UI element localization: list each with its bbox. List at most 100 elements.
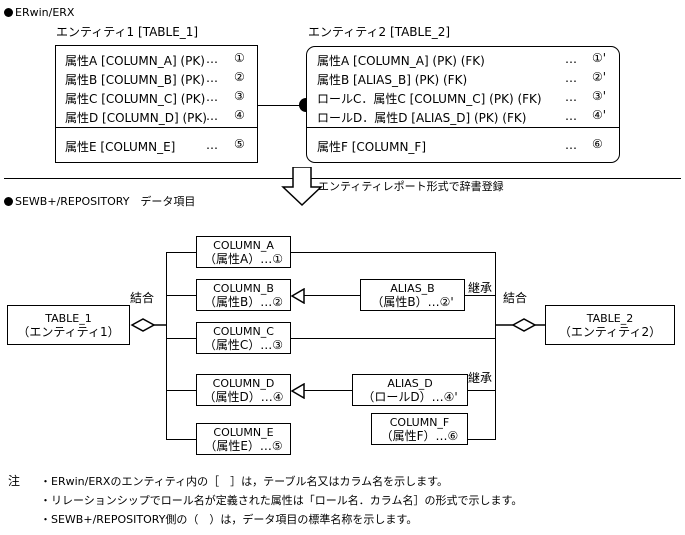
- repo-box-column-d: COLUMN_D （属性D）…④: [196, 374, 291, 406]
- section-heading-semb: SEWB+/REPOSITORY データ項目: [4, 193, 195, 209]
- attr-number: ③': [592, 89, 607, 103]
- left-bus-trunk: [166, 252, 167, 439]
- attr-dots: …: [565, 109, 577, 123]
- left-branch-c: [166, 338, 197, 339]
- entity2-divider: [307, 127, 619, 128]
- box-line2: （属性E）…⑤: [204, 438, 283, 453]
- attr-dots: …: [565, 138, 577, 152]
- inherit-line-d: [303, 390, 352, 391]
- repo-box-column-f: COLUMN_F （属性F）…⑥: [371, 413, 468, 445]
- attr-dots: …: [206, 71, 218, 85]
- join-diamond-left-icon: [130, 317, 166, 337]
- left-branch-b: [166, 295, 197, 296]
- attr-label: 属性B [ALIAS_B] (PK) (FK): [317, 73, 468, 87]
- attr-dots: …: [206, 52, 218, 66]
- join-label-right: 結合: [503, 291, 528, 305]
- attr-number: ①: [234, 51, 245, 65]
- box-line1: COLUMN_E: [213, 425, 274, 439]
- section-label-semb: SEWB+/REPOSITORY データ項目: [15, 195, 196, 208]
- entity1-attr-row: 属性B [COLUMN_B] (PK): [65, 71, 205, 88]
- attr-label: 属性F [COLUMN_F]: [317, 140, 427, 154]
- left-branch-e: [166, 439, 197, 440]
- entity2-attr-row: 属性B [ALIAS_B] (PK) (FK): [317, 71, 467, 88]
- section-divider: [4, 178, 681, 179]
- inherit-label-b: 継承: [468, 281, 493, 295]
- attr-label: 属性A [COLUMN_A] (PK): [65, 54, 205, 68]
- note-line: ・ERwin/ERXのエンティティ内の［ ］は，テーブル名又はカラム名を示します…: [40, 475, 449, 488]
- box-line2: （属性C）…③: [203, 337, 284, 352]
- notes-heading: 注: [8, 474, 21, 488]
- attr-number: ④': [592, 108, 607, 122]
- relationship-line: [258, 105, 306, 106]
- inherit-label-d: 継承: [468, 371, 493, 385]
- repo-box-table1: TABLE_1 （エンティティ1）: [7, 305, 130, 345]
- box-line2: （属性A）…①: [204, 251, 283, 266]
- attr-number: ①': [592, 51, 607, 65]
- right-branch-d: [468, 390, 496, 391]
- attr-dots: …: [206, 109, 218, 123]
- box-line2: （属性B）…②': [371, 294, 454, 309]
- attr-dots: …: [206, 90, 218, 104]
- box-line1: TABLE_2: [586, 311, 634, 325]
- box-line1: COLUMN_A: [213, 238, 274, 252]
- repo-box-column-b: COLUMN_B （属性B）…②: [196, 279, 291, 311]
- right-branch-a: [291, 252, 496, 253]
- entity1-box: 属性A [COLUMN_A] (PK) … ① 属性B [COLUMN_B] (…: [55, 45, 258, 163]
- notes-block: ・ERwin/ERXのエンティティ内の［ ］は，テーブル名又はカラム名を示します…: [40, 472, 522, 529]
- entity2-attr-row: 属性F [COLUMN_F]: [317, 138, 426, 155]
- repo-box-column-a: COLUMN_A （属性A）…①: [196, 236, 291, 268]
- box-line1: COLUMN_D: [212, 376, 275, 390]
- attr-dots: …: [565, 90, 577, 104]
- box-line1: TABLE_1: [45, 311, 92, 325]
- attr-number: ②': [592, 70, 607, 84]
- box-line2: （属性D）…④: [203, 389, 284, 404]
- right-bus-trunk: [495, 252, 496, 439]
- entity1-attr-row: 属性E [COLUMN_E]: [65, 138, 175, 155]
- entity1-attr-row: 属性D [COLUMN_D] (PK): [65, 109, 207, 126]
- right-branch-c: [291, 338, 496, 339]
- note-line: ・リレーションシップでロール名が定義された属性は「ロール名．カラム名］の形式で示…: [40, 494, 523, 507]
- entity2-title: エンティティ2 [TABLE_2]: [308, 25, 451, 39]
- attr-label: 属性E [COLUMN_E]: [65, 140, 176, 154]
- attr-label: 属性D [COLUMN_D] (PK): [65, 111, 207, 125]
- repo-box-alias-b: ALIAS_B （属性B）…②': [360, 279, 465, 311]
- repo-box-column-c: COLUMN_C （属性C）…③: [196, 322, 291, 354]
- entity1-title: エンティティ1 [TABLE_1]: [56, 25, 199, 39]
- bullet-icon: [4, 196, 13, 206]
- attr-label: 属性B [COLUMN_B] (PK): [65, 73, 205, 87]
- box-line1: COLUMN_C: [213, 324, 274, 338]
- attr-dots: …: [206, 138, 218, 152]
- inherit-line-b: [303, 295, 360, 296]
- join-label-left: 結合: [130, 291, 155, 305]
- box-line2: （属性F）…⑥: [380, 428, 459, 443]
- attr-number: ④: [234, 108, 245, 122]
- entity2-box: 属性A [COLUMN_A] (PK) (FK) … ①' 属性B [ALIAS…: [306, 46, 620, 163]
- repo-box-table2: TABLE_2 （エンティティ2）: [545, 305, 675, 345]
- box-line1: ALIAS_B: [390, 281, 435, 295]
- box-line1: COLUMN_B: [213, 281, 274, 295]
- entity1-attr-row: 属性C [COLUMN_C] (PK): [65, 90, 205, 107]
- note-line: ・SEWB+/REPOSITORY側の（ ）は，データ項目の標準名称を示します。: [40, 513, 418, 526]
- section-label-erwin: ERwin/ERX: [15, 6, 75, 19]
- entity2-attr-row: ロールD．属性D [ALIAS_D] (PK) (FK): [317, 109, 526, 126]
- transform-arrow-label: エンティティレポート形式で辞書登録: [318, 180, 504, 193]
- right-branch-f: [468, 439, 496, 440]
- join-diamond-right-icon: [495, 317, 547, 337]
- box-line2: （ロールD）…④': [362, 389, 458, 404]
- box-line1: ALIAS_D: [387, 376, 433, 390]
- entity2-attr-row: 属性A [COLUMN_A] (PK) (FK): [317, 52, 485, 69]
- entity1-attr-row: 属性A [COLUMN_A] (PK): [65, 52, 205, 69]
- left-branch-d: [166, 390, 197, 391]
- attr-label: 属性C [COLUMN_C] (PK): [65, 92, 206, 106]
- inherit-arrowhead-d-icon: [290, 382, 305, 403]
- section-heading-erwin: ERwin/ERX: [4, 6, 74, 19]
- attr-number: ③: [234, 89, 245, 103]
- left-branch-a: [166, 252, 197, 253]
- box-line1: COLUMN_F: [389, 415, 450, 429]
- repo-box-column-e: COLUMN_E （属性E）…⑤: [196, 423, 291, 455]
- inherit-arrowhead-b-icon: [290, 287, 305, 308]
- transform-arrow-icon: [281, 167, 323, 207]
- attr-number: ②: [234, 70, 245, 84]
- box-line2: （エンティティ1）: [17, 324, 120, 339]
- entity2-attr-row: ロールC．属性C [COLUMN_C] (PK) (FK): [317, 90, 542, 107]
